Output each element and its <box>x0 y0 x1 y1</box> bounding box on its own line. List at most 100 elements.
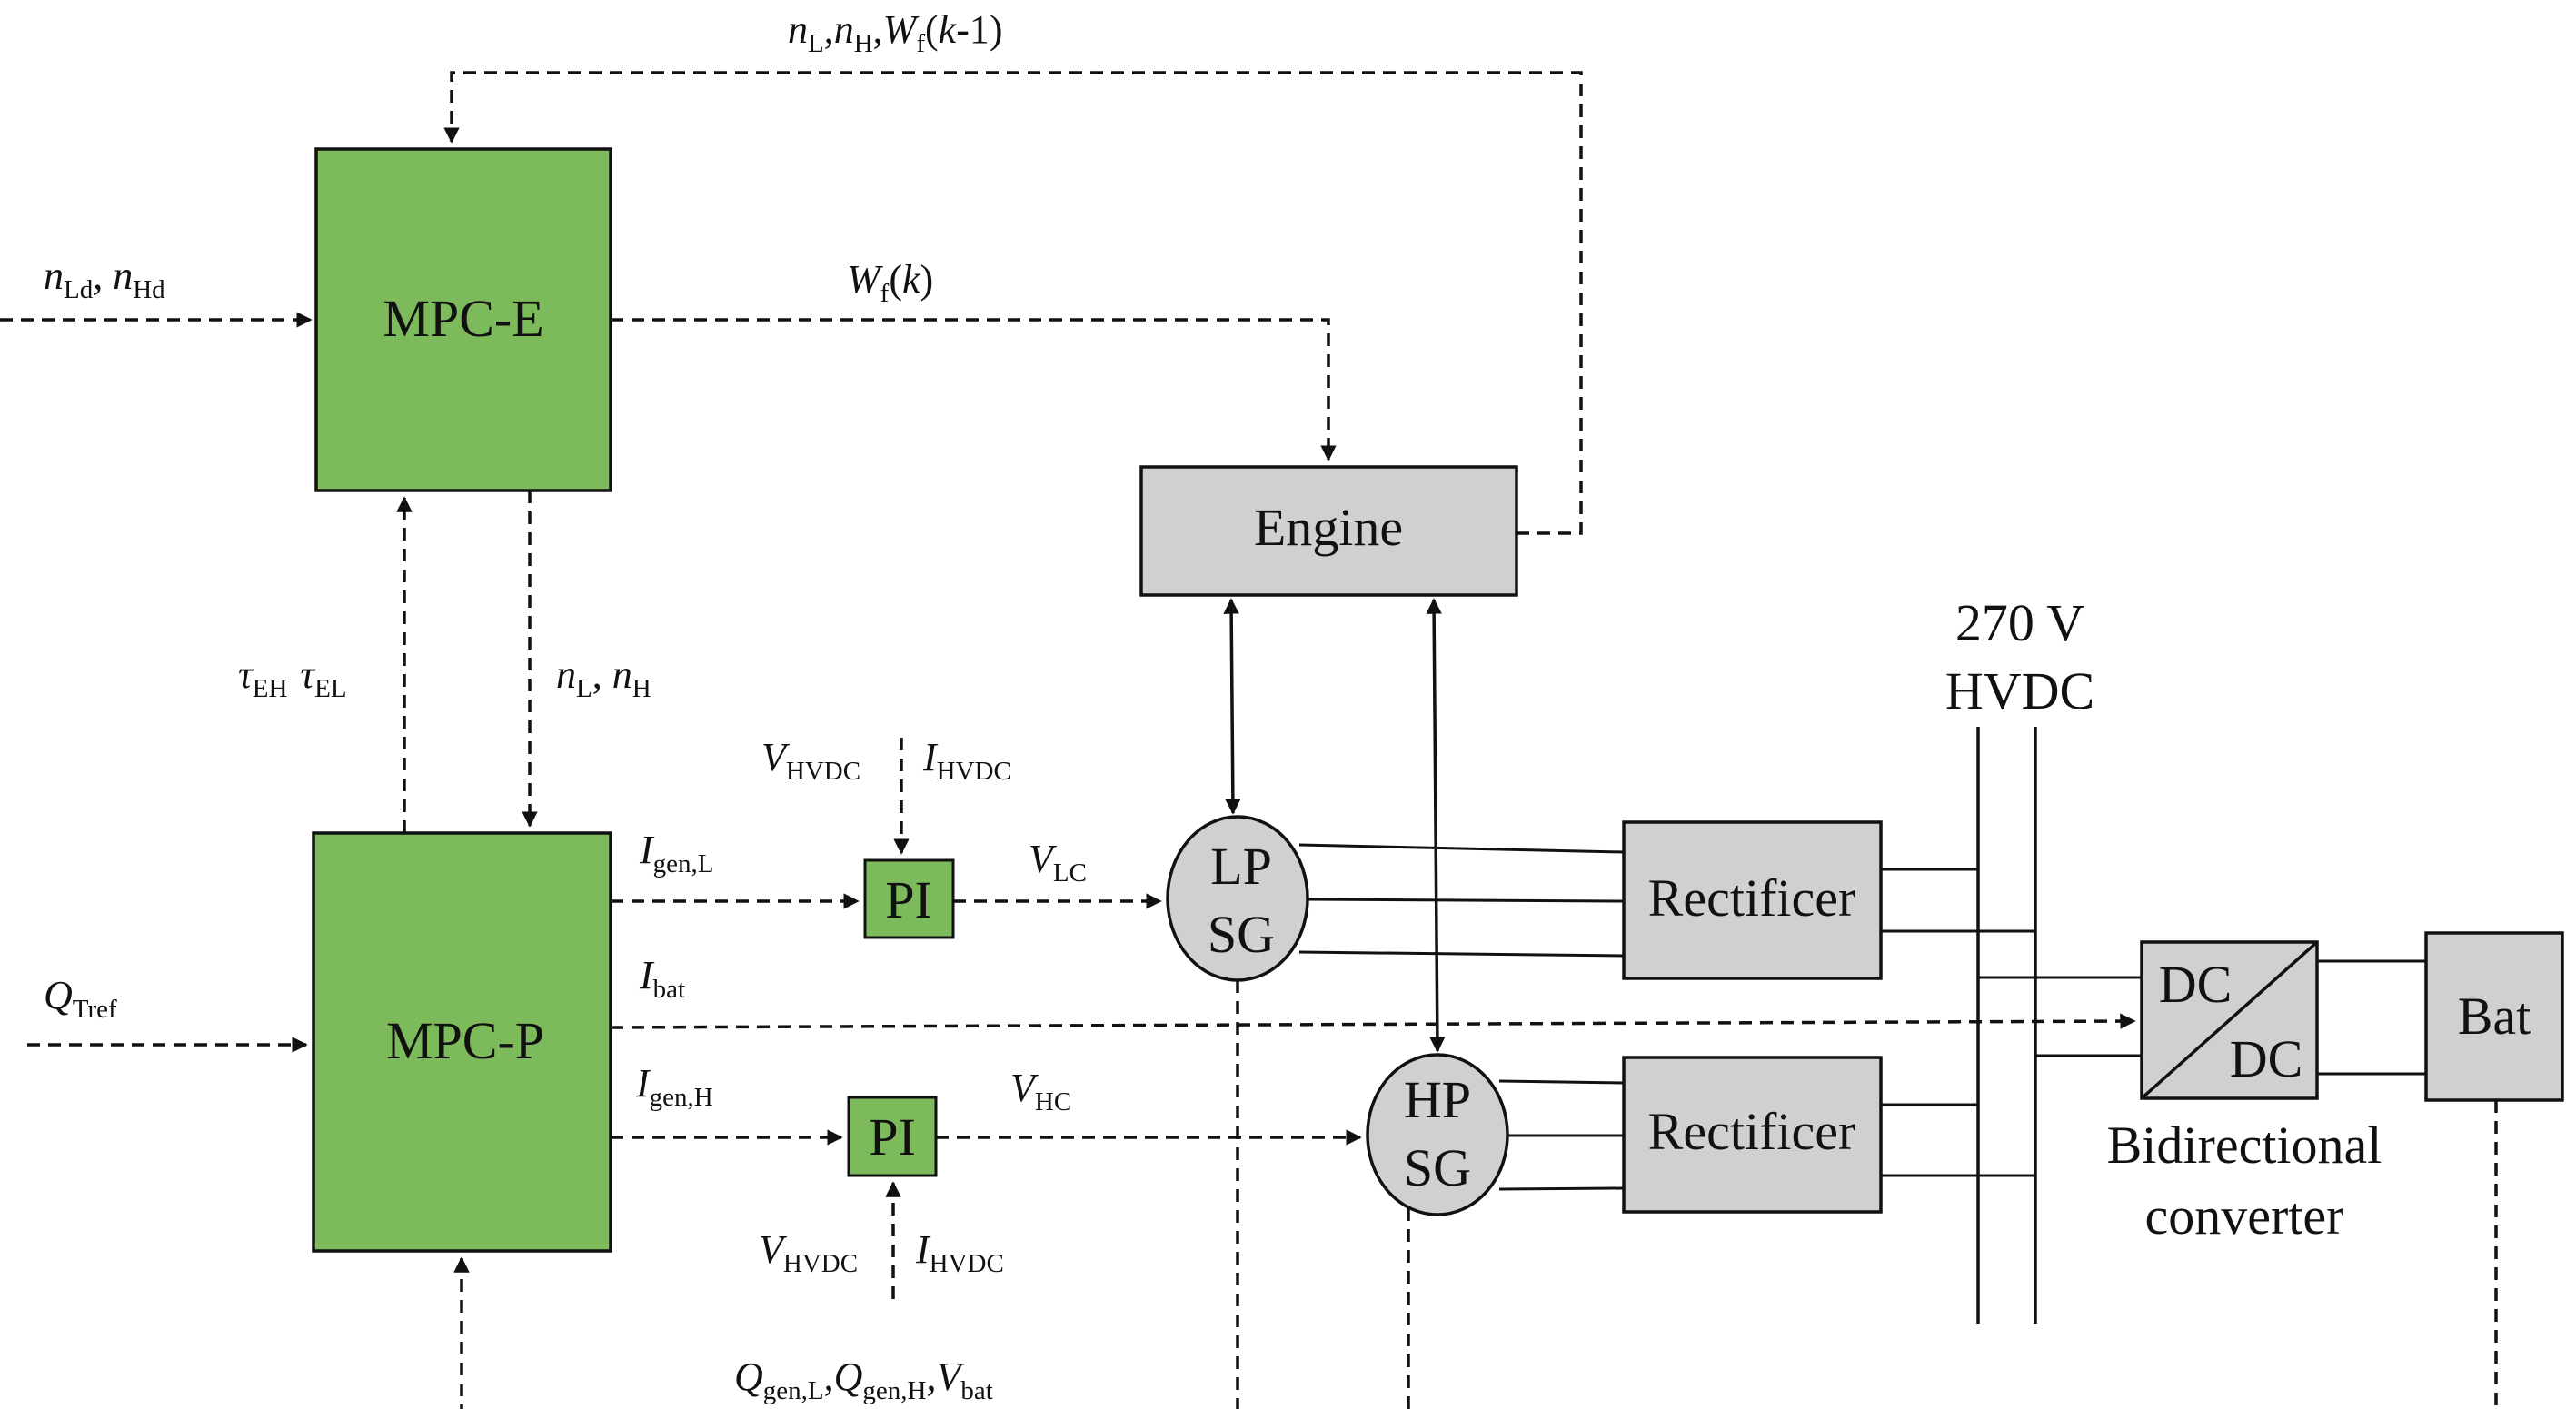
sub-hvdc-2: HVDC <box>937 757 1011 786</box>
sig-q-3: Q <box>834 1354 863 1399</box>
dc-top-label: DC <box>2159 955 2233 1014</box>
speed-feedback-label: nL, nH <box>556 652 651 703</box>
sub-h-2: H <box>632 674 651 703</box>
sig-v-3: V <box>1010 1066 1039 1110</box>
hvdc-bus <box>1976 727 2037 1324</box>
engine-lp-shaft <box>1223 598 1241 815</box>
hvdc-bus-label-line2: HVDC <box>1945 661 2094 720</box>
q-tref-label: QTref <box>44 973 117 1024</box>
sub-bat-1: bat <box>653 975 685 1004</box>
i-bat-line <box>610 1013 2136 1029</box>
svg-text:QTref: QTref <box>44 973 117 1024</box>
rectifier-hp: Rectificer <box>1622 1056 1883 1214</box>
sig-i-1: I <box>922 735 939 779</box>
paren-close-2: ) <box>920 257 934 302</box>
sig-i-3: I <box>639 953 655 997</box>
sig-i-2: I <box>639 828 655 872</box>
sub-gen-l-2: gen,L <box>763 1376 824 1405</box>
i-gen-h-label: Igen,H <box>635 1061 713 1112</box>
svg-text:nL,nH,Wf(k-1): nL,nH,Wf(k-1) <box>788 7 1003 58</box>
hp-sg-label-bottom: SG <box>1404 1138 1471 1197</box>
bus-to-converter-wires <box>1978 959 2426 1076</box>
fuel-flow-line <box>611 318 1337 461</box>
svg-text:VHC: VHC <box>1010 1066 1071 1116</box>
rectifier-lp: Rectificer <box>1622 820 1883 980</box>
comma-4: , <box>592 652 612 697</box>
sig-tau-2: τ <box>300 652 316 697</box>
svg-text:Igen,H: Igen,H <box>635 1061 713 1112</box>
sub-gen-h-2: gen,H <box>862 1376 926 1405</box>
sub-l-2: L <box>576 674 592 703</box>
sub-hvdc-3: HVDC <box>783 1249 858 1278</box>
sig-i-5: I <box>915 1227 931 1272</box>
lp-sg-to-rectifier-wires <box>1298 843 1625 958</box>
mpc-p-block: MPC-P <box>312 831 612 1253</box>
sub-h-1: H <box>854 29 873 58</box>
comma-2: , <box>873 7 883 52</box>
mpc-p-label: MPC-P <box>386 1011 544 1070</box>
svg-text:Igen,L: Igen,L <box>639 828 714 878</box>
rectifier-hp-label: Rectificer <box>1648 1102 1856 1161</box>
engine-feedback-line <box>443 71 1583 535</box>
fuel-flow-label: Wf(k) <box>847 257 933 308</box>
svg-text:VLC: VLC <box>1029 837 1087 888</box>
v-lc-label: VLC <box>1029 837 1087 888</box>
svg-text:nL, nH: nL, nH <box>556 652 651 703</box>
pi-controller-hp: PI <box>847 1096 938 1177</box>
sub-hvdc-4: HVDC <box>930 1249 1004 1278</box>
paren-open-2: ( <box>889 257 902 302</box>
paren-open-1: ( <box>925 7 939 52</box>
rectifier-to-bus-wires <box>1881 868 2035 1177</box>
svg-text:VHVDC: VHVDC <box>761 735 860 786</box>
v-hc-label: VHC <box>1010 1066 1071 1116</box>
svg-text:VHVDC: VHVDC <box>759 1227 858 1278</box>
bottom-feedback-label: Qgen,L,Qgen,H,Vbat <box>734 1354 993 1405</box>
sig-v-1: V <box>761 735 791 779</box>
lp-sg-label-bottom: SG <box>1208 905 1275 964</box>
sub-bat-2: bat <box>960 1376 992 1405</box>
bat-label: Bat <box>2458 987 2531 1046</box>
engine-feedback-label: nL,nH,Wf(k-1) <box>788 7 1003 58</box>
engine-hp-shaft <box>1426 598 1446 1053</box>
lp-sg-label-top: LP <box>1210 837 1272 896</box>
sig-i-4: I <box>635 1061 651 1106</box>
sig-n-5: n <box>556 652 576 697</box>
engine-block: Engine <box>1139 465 1518 597</box>
comma-3: , <box>93 253 113 298</box>
sig-n-6: n <box>612 652 632 697</box>
dc-dc-converter: DC DC <box>2140 940 2319 1100</box>
sig-n-1: n <box>788 7 808 52</box>
rectifier-lp-label: Rectificer <box>1648 868 1856 928</box>
i-gen-l-label: Igen,L <box>639 828 714 878</box>
sig-n-4: n <box>113 253 133 298</box>
sub-hvdc-1: HVDC <box>786 757 860 786</box>
battery-block: Bat <box>2424 931 2564 1102</box>
sig-v-5: V <box>936 1354 965 1399</box>
comma-6: , <box>926 1354 936 1399</box>
i-bat-label: Ibat <box>639 953 685 1004</box>
sig-w-2: W <box>847 257 883 302</box>
svg-text:IHVDC: IHVDC <box>915 1227 1004 1278</box>
dc-bottom-label: DC <box>2230 1029 2303 1088</box>
sub-tref: Tref <box>73 995 117 1024</box>
pi-hp-label: PI <box>869 1107 916 1166</box>
k-minus-1-rest: -1) <box>956 7 1002 52</box>
sub-gen-h: gen,H <box>650 1083 713 1112</box>
sig-v-2: V <box>1029 837 1058 881</box>
sub-hd: Hd <box>133 275 165 304</box>
hp-starter-generator: HP SG <box>1366 1053 1509 1216</box>
reference-speed-label: nLd, nHd <box>44 253 165 304</box>
pi-controller-lp: PI <box>863 858 955 939</box>
sub-l-1: L <box>808 29 824 58</box>
svg-text:nLd, nHd: nLd, nHd <box>44 253 165 304</box>
hvdc-bus-label-line1: 270 V <box>1955 593 2084 652</box>
mpc-e-label: MPC-E <box>383 289 543 348</box>
sig-v-4: V <box>759 1227 788 1272</box>
sub-hc: HC <box>1035 1087 1071 1116</box>
sig-q-1: Q <box>44 973 73 1017</box>
sub-lc: LC <box>1053 858 1087 888</box>
pi-hp-hvdc-label: VHVDC IHVDC <box>759 1227 1004 1278</box>
sub-el: EL <box>314 674 346 703</box>
